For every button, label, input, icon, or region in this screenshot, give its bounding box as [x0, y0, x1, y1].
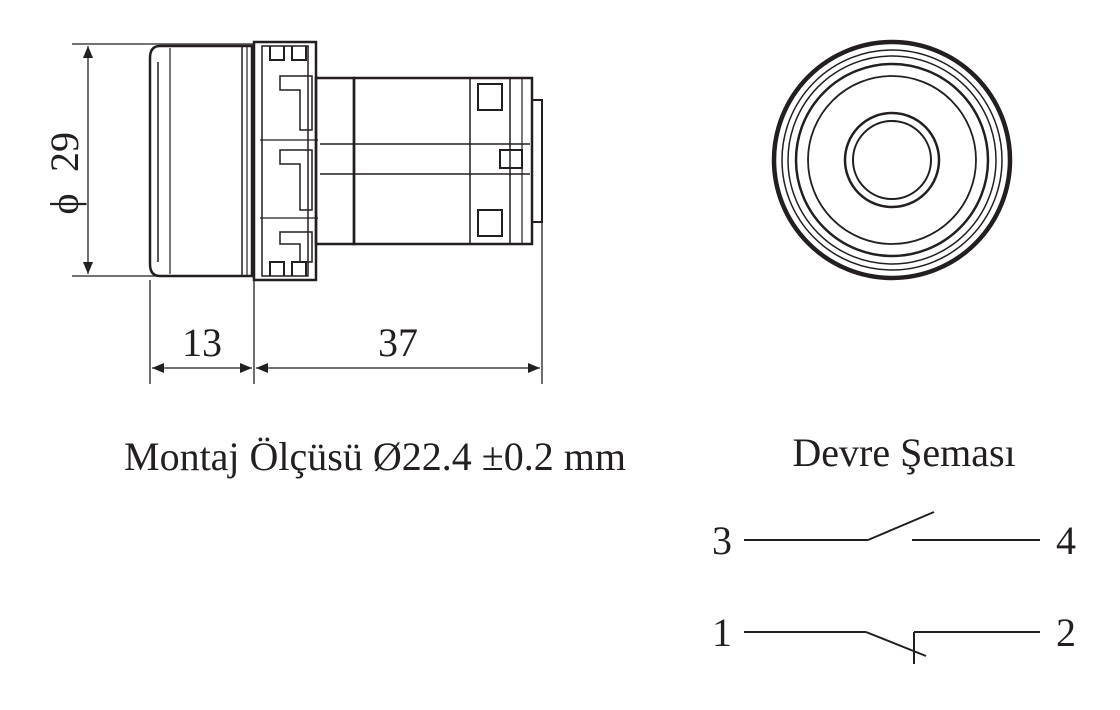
- dimension-lines: [72, 43, 543, 384]
- terminal-1-label: 1: [712, 610, 732, 655]
- circuit-diagram-title: Devre Şeması: [792, 430, 1015, 475]
- terminal-2-label: 2: [1056, 610, 1076, 655]
- mounting-dimension-label: Montaj Ölçüsü Ø22.4 ±0.2 mm: [124, 434, 626, 479]
- contact-block: [314, 76, 543, 246]
- diameter-symbol-icon: ϕ: [42, 193, 87, 214]
- depth-front-label: 13: [182, 320, 222, 365]
- diameter-value: 29: [42, 132, 87, 172]
- terminal-3-label: 3: [712, 518, 732, 563]
- normally-open-contact: [744, 511, 1040, 541]
- normally-closed-contact: [744, 631, 1040, 664]
- side-view: [148, 40, 543, 282]
- mounting-collar: [252, 40, 318, 282]
- terminal-4-label: 4: [1056, 518, 1076, 563]
- diameter-label: ϕ 29: [42, 132, 87, 215]
- depth-body-label: 37: [378, 320, 418, 365]
- front-bezel: [148, 44, 254, 278]
- front-view: [771, 39, 1013, 281]
